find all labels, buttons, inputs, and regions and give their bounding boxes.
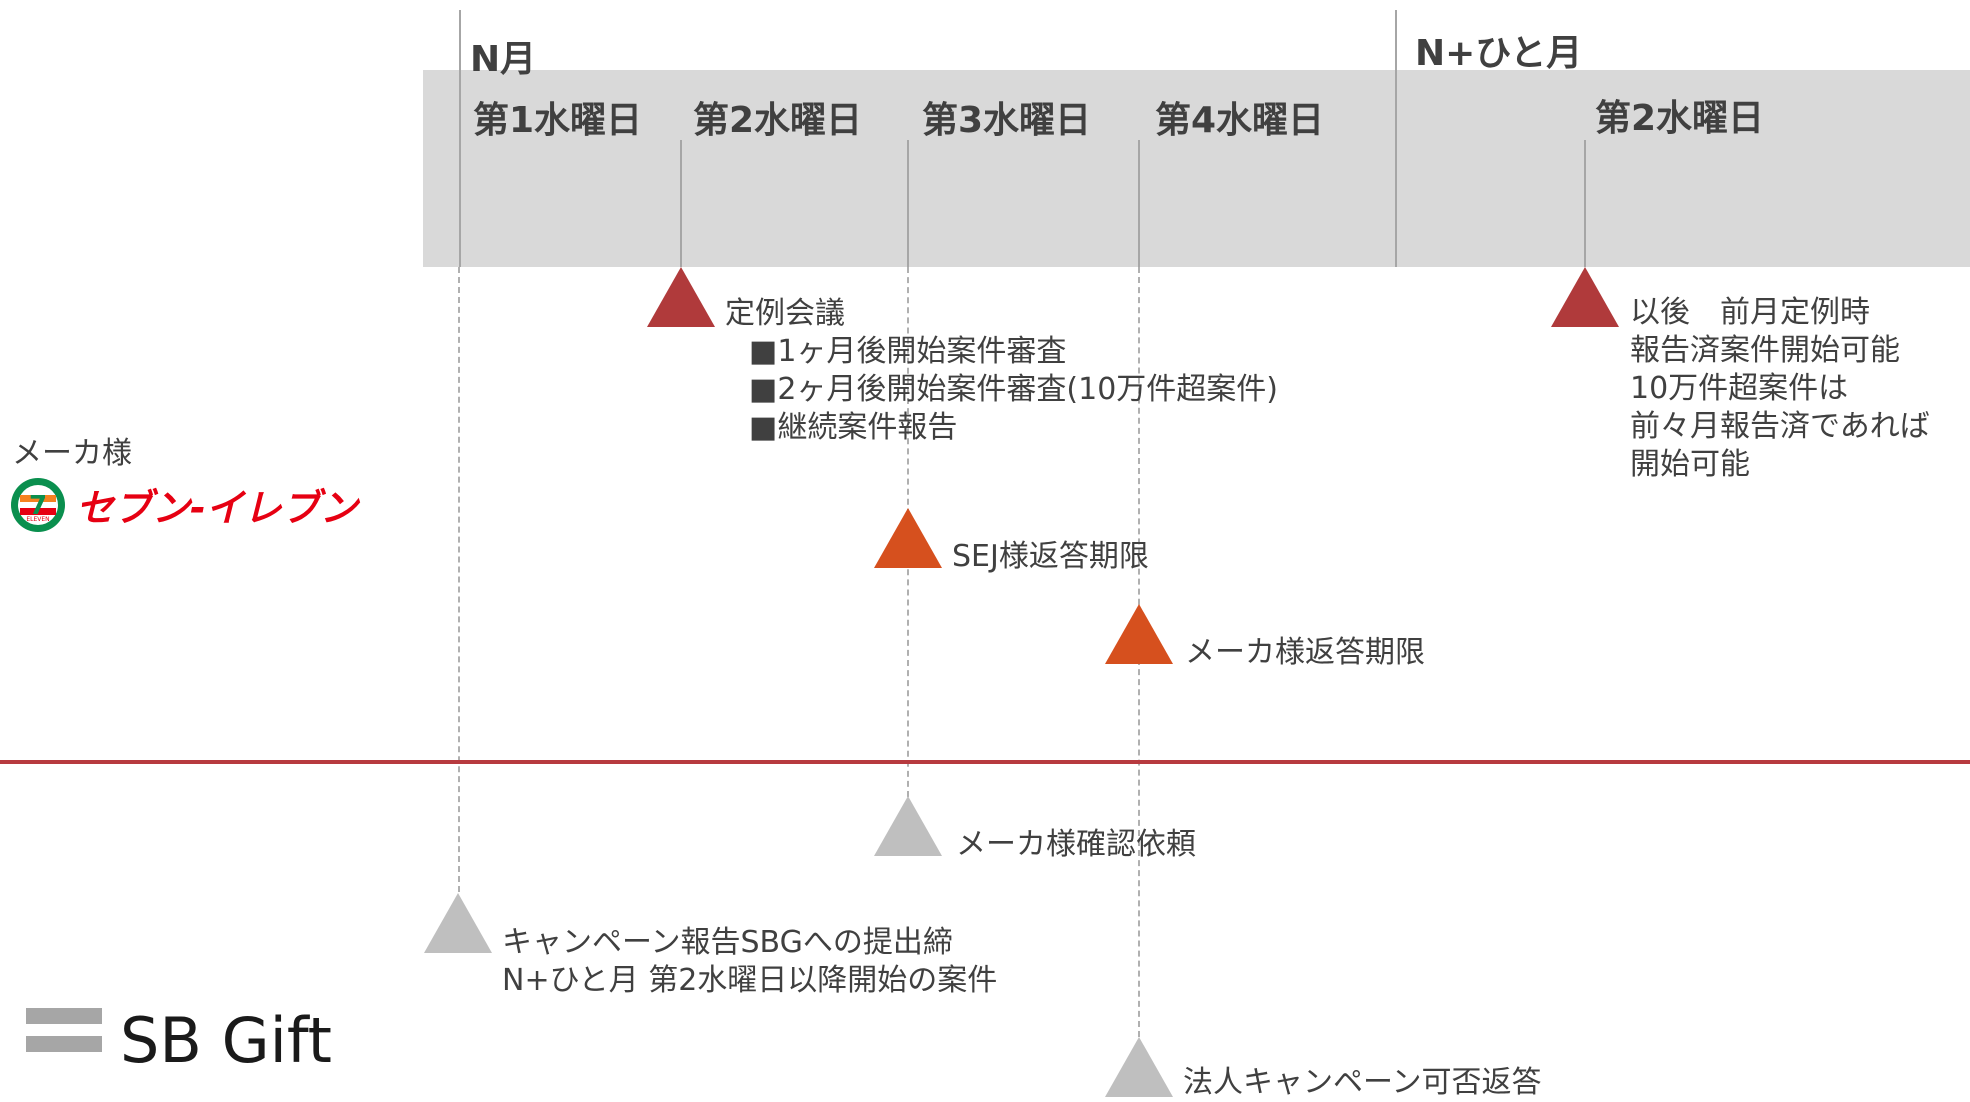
day-label-wed1: 第1水曜日 <box>473 100 643 141</box>
day-label-wed2: 第2水曜日 <box>693 100 863 141</box>
seven-eleven-logo: 7 ELEVEN セブン-イレブン <box>10 475 380 535</box>
month-n1-label: N+ひと月 <box>1415 33 1583 74</box>
tick-wed4 <box>1138 140 1140 267</box>
regular-meeting-title: 定例会議 <box>725 296 845 331</box>
maker-deadline-triangle-marker <box>1105 604 1173 664</box>
sej-deadline-triangle-marker <box>874 508 942 568</box>
start-possible-note: 以後 前月定例時 報告済案件開始可能 10万件超案件は 前々月報告済であれば 開… <box>1630 294 1930 484</box>
maker-confirm-triangle-marker <box>874 796 942 856</box>
tick-wed2 <box>680 140 682 267</box>
meeting-item-2: ■2ヶ月後開始案件審査(10万件超案件) <box>749 372 1279 407</box>
start-note-line-5: 開始可能 <box>1630 447 1750 482</box>
submission-triangle-marker <box>424 893 492 953</box>
maker-label: メーカ様 <box>12 436 132 471</box>
start-note-line-2: 報告済案件開始可能 <box>1630 333 1900 368</box>
maker-deadline-label: メーカ様返答期限 <box>1185 635 1425 670</box>
submission-deadline-note: キャンペーン報告SBGへの提出締 N+ひと月 第2水曜日以降開始の案件 <box>502 924 997 1000</box>
meeting-triangle-marker <box>647 267 715 327</box>
meeting-item-3: ■継続案件報告 <box>749 410 958 445</box>
start-note-line-4: 前々月報告済であれば <box>1630 409 1930 444</box>
day-label-next-wed2: 第2水曜日 <box>1595 98 1765 139</box>
corporate-reply-label: 法人キャンペーン可否返答 <box>1183 1065 1542 1100</box>
start-note-line-3: 10万件超案件は <box>1630 371 1849 406</box>
month-n-label: N月 <box>470 39 537 80</box>
svg-text:セブン-イレブン: セブン-イレブン <box>76 486 361 530</box>
maker-confirm-request-label: メーカ様確認依頼 <box>956 827 1196 862</box>
tick-wed3 <box>907 140 909 267</box>
corporate-reply-triangle-marker <box>1105 1037 1173 1097</box>
submission-line-2: N+ひと月 第2水曜日以降開始の案件 <box>502 963 998 998</box>
submission-line-1: キャンペーン報告SBGへの提出締 <box>502 925 953 960</box>
meeting-item-1: ■1ヶ月後開始案件審査 <box>749 334 1067 369</box>
start-note-line-1: 以後 前月定例時 <box>1630 295 1870 330</box>
svg-text:SB Gift: SB Gift <box>120 1004 332 1076</box>
regular-meeting-note: 定例会議 ■1ヶ月後開始案件審査 ■2ヶ月後開始案件審査(10万件超案件) ■継… <box>725 295 1278 447</box>
sb-gift-logo: SB Gift <box>26 1000 386 1077</box>
day-label-wed4: 第4水曜日 <box>1155 100 1325 141</box>
svg-text:7: 7 <box>29 491 47 521</box>
tick-next-wed2 <box>1584 140 1586 267</box>
month-n1-separator <box>1395 10 1397 267</box>
svg-text:ELEVEN: ELEVEN <box>26 516 49 523</box>
month-n-separator <box>459 10 461 267</box>
start-possible-triangle-marker <box>1551 267 1619 327</box>
maker-sbg-divider <box>0 760 1970 764</box>
sej-deadline-label: SEJ様返答期限 <box>952 539 1149 574</box>
day-label-wed3: 第3水曜日 <box>922 100 1092 141</box>
timeline-line-wed1 <box>458 267 460 892</box>
